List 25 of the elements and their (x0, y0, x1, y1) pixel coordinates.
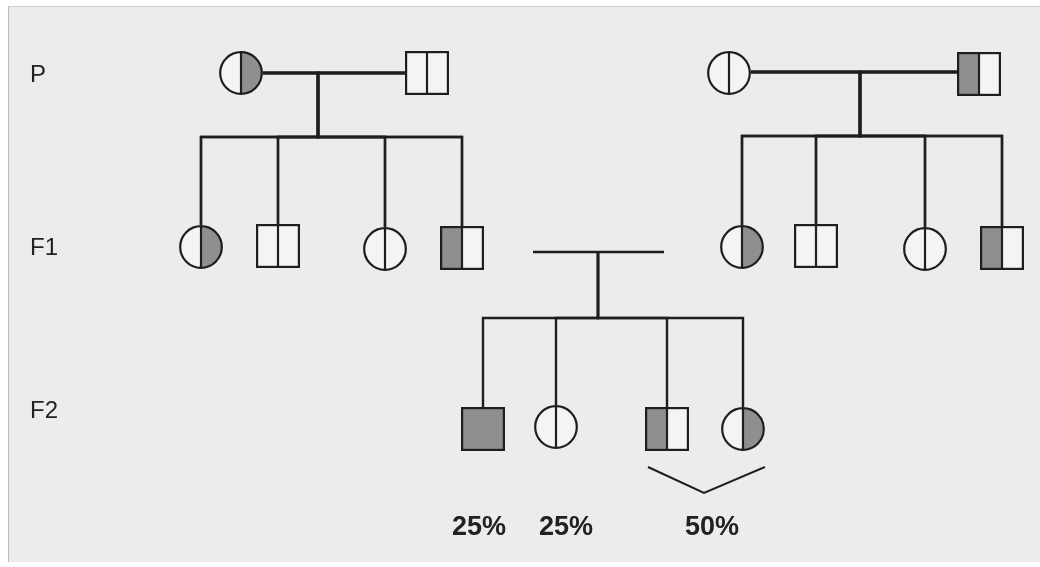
female-symbol (903, 227, 947, 271)
female-symbol (179, 225, 223, 269)
male-symbol (256, 224, 300, 268)
percentage-label: 50% (685, 513, 740, 540)
generation-label: P (30, 62, 46, 86)
descent-line (316, 71, 464, 226)
percentage-label: 25% (452, 513, 507, 540)
female-symbol (219, 51, 263, 95)
descent-line (858, 70, 1004, 226)
male-symbol (957, 52, 1001, 96)
male-symbol (405, 51, 449, 95)
male-symbol (645, 407, 689, 451)
percentage-label: 25% (539, 513, 594, 540)
male-symbol (794, 224, 838, 268)
male-symbol (461, 407, 505, 451)
descent-line (596, 252, 745, 407)
female-symbol (707, 51, 751, 95)
male-symbol (980, 226, 1024, 270)
female-symbol (720, 225, 764, 269)
female-symbol (363, 227, 407, 271)
generation-label: F1 (30, 235, 58, 259)
female-symbol (534, 405, 578, 449)
male-symbol (440, 226, 484, 270)
generation-label: F2 (30, 398, 58, 422)
female-symbol (721, 407, 765, 451)
